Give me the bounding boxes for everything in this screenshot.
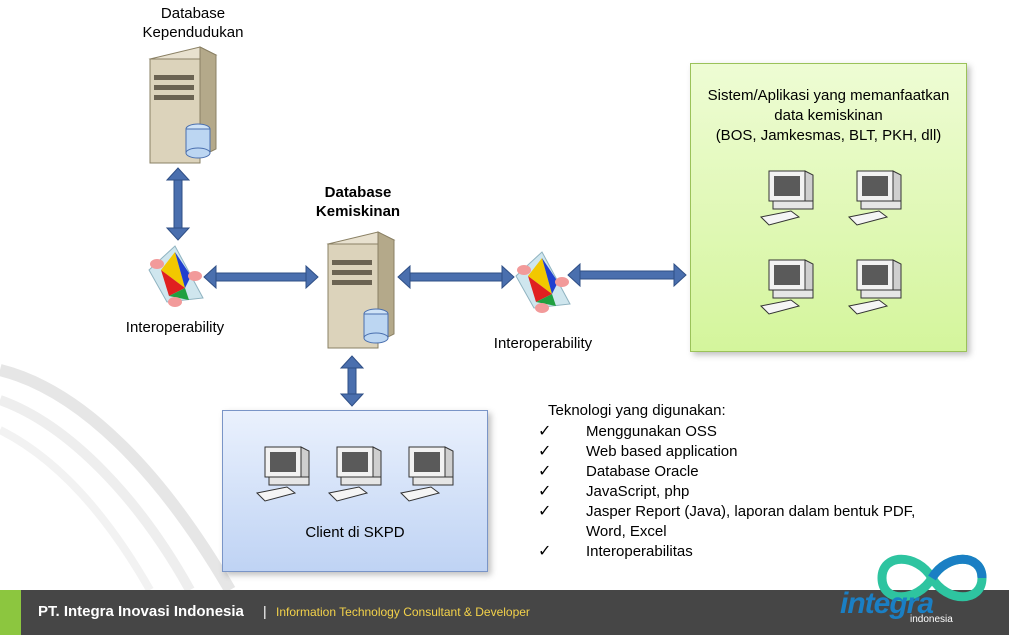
technology-title: Teknologi yang digunakan:	[548, 402, 726, 419]
interop-right-label: Interoperability	[493, 335, 593, 352]
infinity-logo-icon	[877, 554, 987, 602]
interoperability-icon	[515, 251, 571, 313]
list-item: ✓Menggunakan OSS	[538, 423, 717, 440]
footer-accent	[0, 590, 21, 635]
computer-icon	[399, 446, 454, 502]
server-icon	[326, 231, 396, 349]
logo-subtext: indonesia	[910, 614, 953, 625]
checkmark-icon: ✓	[538, 483, 552, 500]
footer-tagline: Information Technology Consultant & Deve…	[276, 605, 530, 619]
consumer-systems-title: Sistem/Aplikasi yang memanfaatkan data k…	[707, 87, 950, 144]
list-item: ✓Interoperabilitas	[538, 543, 693, 560]
footer-bar: PT. Integra Inovasi Indonesia | Informat…	[0, 590, 1009, 635]
arrow-kemiskinan-interop-right	[397, 264, 515, 290]
interop-left-label: Interoperability	[125, 319, 225, 336]
checkmark-icon: ✓	[538, 543, 552, 560]
interoperability-icon	[148, 245, 204, 307]
db-kependudukan-label: Database Kependudukan	[142, 5, 244, 41]
arrow-kependudukan-interop	[165, 167, 191, 241]
consumer-systems-box: Sistem/Aplikasi yang memanfaatkan data k…	[690, 63, 967, 352]
server-icon	[148, 46, 218, 164]
logo-text: integra	[840, 587, 934, 620]
connector-arrows	[165, 167, 687, 407]
client-label: Client di SKPD	[305, 524, 405, 541]
footer-company: PT. Integra Inovasi Indonesia	[38, 603, 244, 620]
computer-icon	[847, 259, 902, 315]
computer-icon	[255, 446, 310, 502]
arrow-kemiskinan-client	[339, 355, 365, 407]
checkmark-icon: ✓	[538, 423, 552, 440]
checkmark-icon: ✓	[538, 443, 552, 460]
list-item: ✓Web based application	[538, 443, 738, 460]
technology-list: ✓Menggunakan OSS ✓Web based application …	[528, 422, 948, 562]
arrow-interop-left-kemiskinan	[203, 264, 319, 290]
client-box: Client di SKPD	[222, 410, 488, 572]
footer-separator: |	[263, 603, 267, 619]
computer-icon	[847, 170, 902, 226]
checkmark-icon: ✓	[538, 503, 552, 520]
background-swirl	[0, 364, 236, 590]
checkmark-icon: ✓	[538, 463, 552, 480]
list-item: ✓JavaScript, php	[538, 483, 690, 500]
computer-icon	[759, 170, 814, 226]
computer-icon	[327, 446, 382, 502]
list-item: ✓Database Oracle	[538, 463, 699, 480]
db-kemiskinan-label: Database Kemiskinan	[315, 184, 401, 220]
arrow-interop-right-green	[567, 262, 687, 288]
list-item: ✓Jasper Report (Java), laporan dalam ben…	[538, 503, 916, 540]
computer-icon	[759, 259, 814, 315]
